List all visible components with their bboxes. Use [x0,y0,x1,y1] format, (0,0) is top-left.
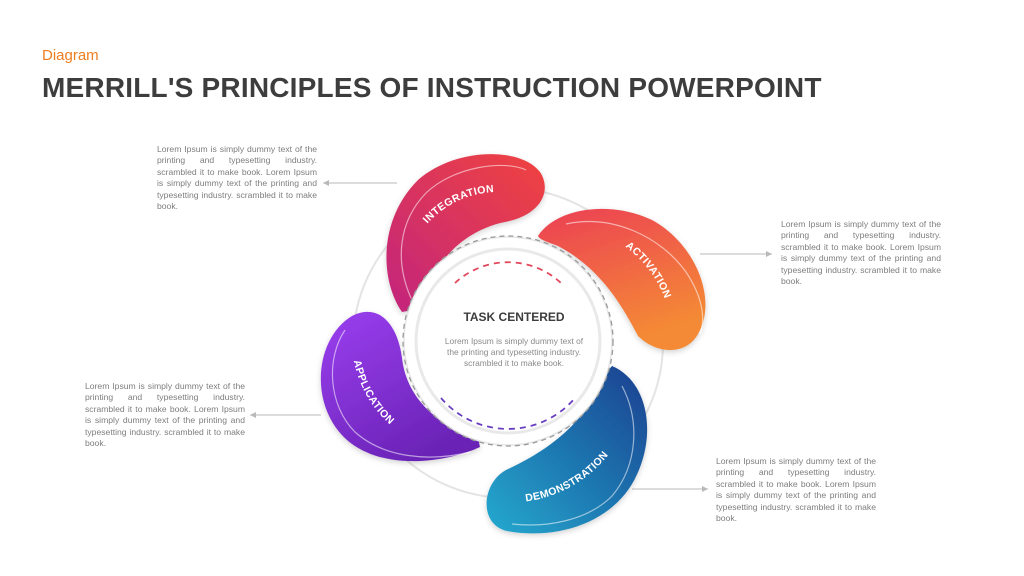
center-text-line-2: the printing and typesetting industry. [447,347,581,357]
integration-connector-arrow [323,180,329,186]
application-connector-arrow [250,412,256,418]
demonstration-description: Lorem Ipsum is simply dummy text of the … [716,456,876,524]
application-description: Lorem Ipsum is simply dummy text of the … [85,381,245,449]
center-text-line-3: scrambled it to make book. [464,358,564,368]
center-title: TASK CENTERED [463,310,564,324]
segment-application [320,311,480,462]
center-dash-arc-top [454,261,562,284]
segment-activation [538,208,706,350]
activation-connector-arrow [766,251,772,257]
integration-description: Lorem Ipsum is simply dummy text of the … [157,144,317,212]
activation-description: Lorem Ipsum is simply dummy text of the … [781,219,941,287]
center-text-line-1: Lorem Ipsum is simply dummy text of [445,336,584,346]
connector-lines [250,180,772,492]
slide-title: MERRILL'S PRINCIPLES OF INSTRUCTION POWE… [42,72,822,103]
demonstration-connector-arrow [702,486,708,492]
center-inner-circle [414,247,602,435]
segment-integration [386,154,545,312]
center-dashed-ring [402,235,614,447]
slide-kicker: Diagram [42,47,99,64]
segment-demonstration [486,366,648,534]
